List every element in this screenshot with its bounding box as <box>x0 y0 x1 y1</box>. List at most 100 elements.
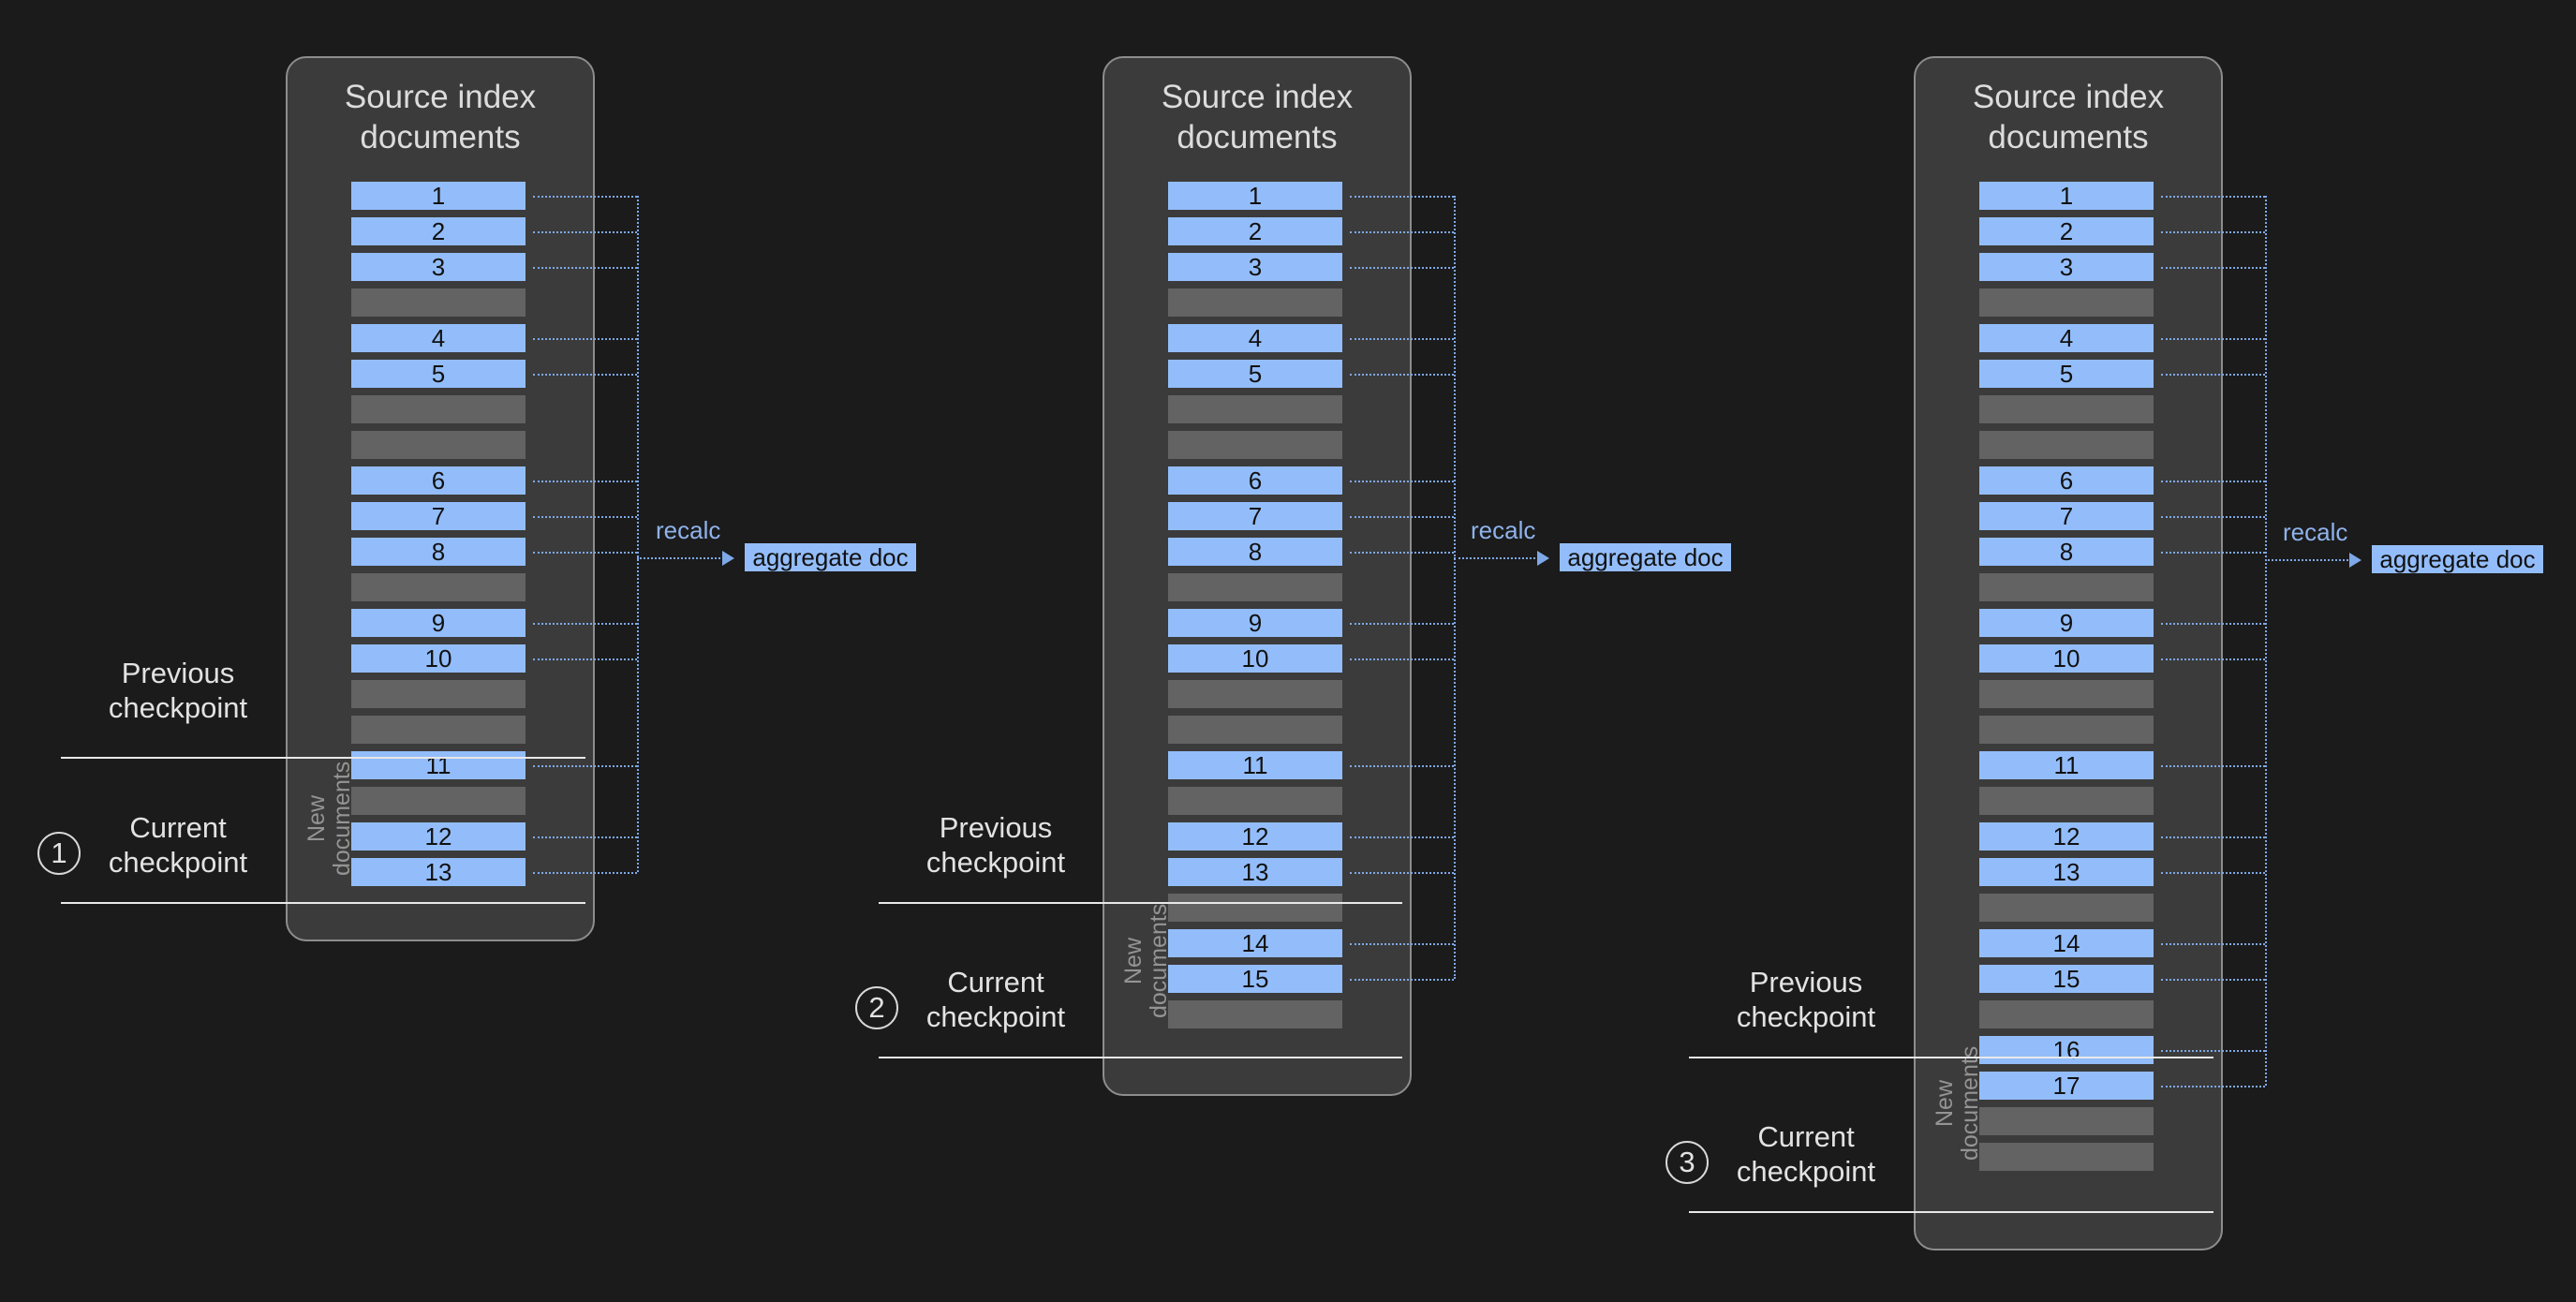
connector-line <box>2161 1086 2265 1087</box>
connector-line <box>2161 231 2265 233</box>
empty-row <box>351 716 526 744</box>
current-checkpoint-line <box>879 1057 1402 1058</box>
recalc-arrow-line <box>637 557 724 559</box>
new-documents-label: New documents <box>1120 903 1172 1019</box>
document-row: 14 <box>1979 929 2154 957</box>
empty-row <box>1168 431 1342 459</box>
connector-line <box>1350 943 1454 945</box>
document-row: 2 <box>1168 217 1342 245</box>
current-checkpoint-label: Current checkpoint <box>1736 1120 1876 1188</box>
connector-bus <box>2265 196 2267 1086</box>
document-row: 5 <box>1979 360 2154 388</box>
document-row: 10 <box>1168 644 1342 673</box>
empty-row <box>351 787 526 815</box>
connector-line <box>1350 231 1454 233</box>
document-row: 1 <box>1979 182 2154 210</box>
current-checkpoint-label: Current checkpoint <box>108 811 248 879</box>
connector-line <box>2161 979 2265 981</box>
document-row: 13 <box>1979 858 2154 886</box>
connector-line <box>1350 979 1454 981</box>
recalc-label: recalc <box>656 516 721 544</box>
connector-line <box>2161 623 2265 625</box>
panel-title: Source index documents <box>344 79 537 155</box>
document-row: 13 <box>351 858 526 886</box>
empty-row <box>1979 1107 2154 1135</box>
empty-row <box>1168 395 1342 423</box>
connector-line <box>1350 623 1454 625</box>
empty-row <box>351 431 526 459</box>
previous-checkpoint-line <box>61 757 585 759</box>
document-row: 5 <box>1168 360 1342 388</box>
document-row: 15 <box>1979 965 2154 993</box>
panel-title: Source index documents <box>1972 79 2165 155</box>
previous-checkpoint-line <box>879 902 1402 904</box>
document-row: 8 <box>351 538 526 566</box>
connector-line <box>1350 765 1454 767</box>
connector-line <box>533 267 637 269</box>
document-row: 12 <box>1979 822 2154 851</box>
document-row: 11 <box>1168 751 1342 779</box>
connector-line <box>1350 196 1454 198</box>
empty-row <box>1979 395 2154 423</box>
empty-row <box>351 573 526 601</box>
step-number-badge: 3 <box>1666 1141 1709 1184</box>
recalc-label: recalc <box>2283 518 2348 546</box>
connector-line <box>533 658 637 660</box>
connector-line <box>1350 552 1454 554</box>
document-row: 11 <box>351 751 526 779</box>
connector-line <box>1350 658 1454 660</box>
connector-line <box>2161 943 2265 945</box>
connector-bus <box>637 196 639 872</box>
connector-line <box>1350 267 1454 269</box>
empty-row <box>1168 894 1342 922</box>
document-row: 1 <box>1168 182 1342 210</box>
document-row: 16 <box>1979 1036 2154 1064</box>
connector-line <box>1350 516 1454 518</box>
empty-row <box>351 289 526 317</box>
connector-line <box>1350 374 1454 376</box>
document-row: 13 <box>1168 858 1342 886</box>
connector-line <box>533 765 637 767</box>
empty-row <box>1168 573 1342 601</box>
document-row: 7 <box>1979 502 2154 530</box>
document-row: 15 <box>1168 965 1342 993</box>
document-row: 10 <box>351 644 526 673</box>
connector-line <box>1350 481 1454 482</box>
document-row: 3 <box>1979 253 2154 281</box>
connector-line <box>533 516 637 518</box>
empty-row <box>1168 289 1342 317</box>
connector-line <box>2161 481 2265 482</box>
connector-line <box>533 231 637 233</box>
current-checkpoint-label: Current checkpoint <box>925 966 1066 1033</box>
document-row: 3 <box>351 253 526 281</box>
connector-line <box>533 196 637 198</box>
new-documents-label: New documents <box>303 761 355 877</box>
previous-checkpoint-label: Previous checkpoint <box>108 657 248 724</box>
aggregate-doc-box: aggregate doc <box>745 543 916 571</box>
empty-row <box>1979 894 2154 922</box>
document-row: 5 <box>351 360 526 388</box>
connector-line <box>2161 196 2265 198</box>
connector-bus <box>1454 196 1456 979</box>
step-number-badge: 2 <box>855 986 898 1029</box>
empty-row <box>1979 289 2154 317</box>
document-row: 14 <box>1168 929 1342 957</box>
empty-row <box>1979 431 2154 459</box>
connector-line <box>533 836 637 838</box>
recalc-arrow-line <box>1454 557 1539 559</box>
empty-row <box>351 395 526 423</box>
empty-row <box>1168 787 1342 815</box>
document-row: 9 <box>351 609 526 637</box>
document-row: 6 <box>1979 466 2154 495</box>
document-row: 9 <box>1168 609 1342 637</box>
current-checkpoint-line <box>61 902 585 904</box>
document-row: 4 <box>351 324 526 352</box>
connector-line <box>2161 338 2265 340</box>
empty-row <box>1979 680 2154 708</box>
recalc-arrow-line <box>2265 559 2351 561</box>
previous-checkpoint-label: Previous checkpoint <box>1736 966 1876 1033</box>
document-row: 4 <box>1168 324 1342 352</box>
empty-row <box>351 680 526 708</box>
connector-line <box>2161 267 2265 269</box>
aggregate-doc-box: aggregate doc <box>2372 545 2543 573</box>
